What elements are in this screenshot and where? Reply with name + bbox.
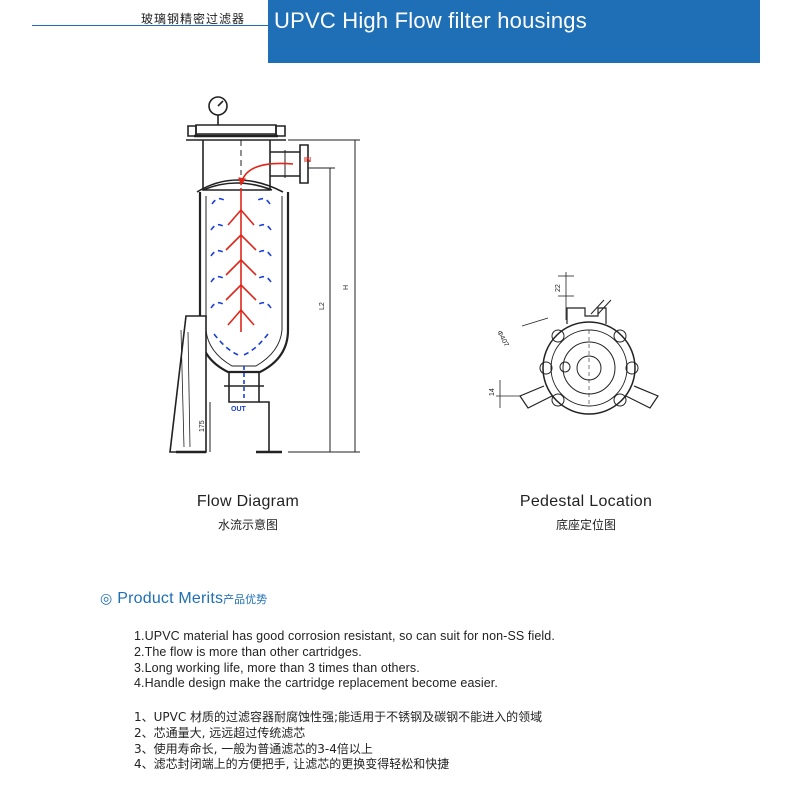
merits-heading: ◎ Product Merits 产品优势 [100,590,267,612]
flow-diagram-caption: Flow Diagram [196,493,300,510]
dimension-lines [209,139,360,453]
technical-drawings: IN OUT H L2 175 22 Φ407 14 [169,96,659,454]
pressure-gauge-icon [208,96,228,125]
length-label: L2 [319,302,326,310]
flow-diagram [169,96,360,454]
merits-title: Product Merits [117,590,224,607]
list-item: 4.Handle design make the cartridge repla… [134,676,498,691]
list-item: 4、滤芯封闭端上的方便把手, 让滤芯的更换变得轻松和快捷 [134,757,450,772]
list-item: 3.Long working life, more than 3 times t… [134,660,420,675]
merits-list-cn: 1、UPVC 材质的过滤容器耐腐蚀性强;能适用于不锈钢及碳钢不能进入的领域 2、… [134,710,542,773]
target-ring-icon: ◎ [100,590,113,606]
flow-arrows [210,162,294,400]
flow-diagram-caption-cn: 水流示意图 [217,518,278,532]
list-item: 2、芯通量大, 远远超过传统滤芯 [134,725,306,740]
title-bar: UPVC High Flow filter housings [268,0,760,63]
base-height-label: 175 [199,420,206,432]
pedestal-caption: Pedestal Location [519,493,653,510]
pedestal-diagram [496,272,659,415]
header-rule [32,25,268,26]
pedestal-side-dim: 14 [489,388,496,396]
page-title: UPVC High Flow filter housings [274,8,587,33]
list-item: 3、使用寿命长, 一般为普通滤芯的3-4倍以上 [134,741,373,756]
height-label: H [343,285,350,290]
inlet-label: IN [304,157,311,164]
list-item: 1、UPVC 材质的过滤容器耐腐蚀性强;能适用于不锈钢及碳钢不能进入的领域 [134,710,543,724]
pedestal-diameter-label: Φ407 [495,330,509,349]
header-cn-title: 玻璃钢精密过滤器 [141,12,246,26]
merits-title-cn: 产品优势 [223,593,268,606]
outlet-label: OUT [231,406,247,413]
merits-list-en: 1.UPVC material has good corrosion resis… [134,629,555,692]
pedestal-top-dim: 22 [555,284,562,292]
pedestal-caption-cn: 底座定位图 [555,518,616,532]
list-item: 1.UPVC material has good corrosion resis… [134,629,555,643]
list-item: 2.The flow is more than other cartridges… [134,644,362,659]
